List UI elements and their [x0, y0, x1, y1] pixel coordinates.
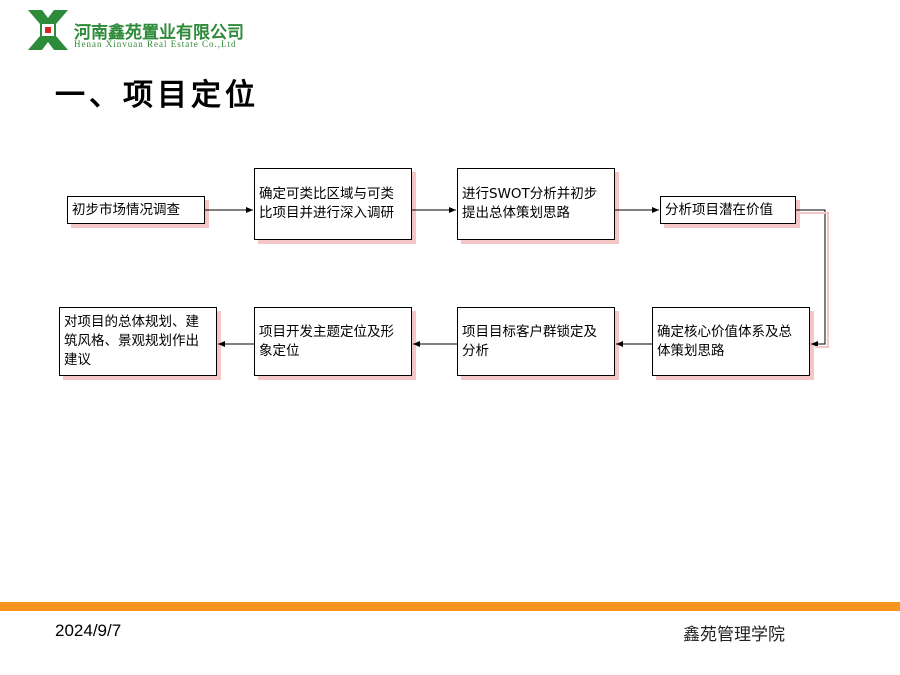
flow-step-potential-value: 分析项目潜在价值 — [660, 196, 796, 224]
page-title: 一、项目定位 — [55, 78, 259, 113]
footer-org: 鑫苑管理学院 — [683, 625, 785, 645]
flow-step-comparable-research: 确定可类比区域与可类比项目并进行深入调研 — [254, 168, 412, 240]
flow-step-label: 项目目标客户群锁定及分析 — [462, 323, 597, 359]
flow-step-label: 项目开发主题定位及形象定位 — [259, 323, 394, 359]
footer-date: 2024/9/7 — [55, 621, 122, 640]
flow-step-theme-positioning: 项目开发主题定位及形象定位 — [254, 307, 412, 376]
flow-step-swot-analysis: 进行SWOT分析并初步提出总体策划思路 — [457, 168, 615, 240]
flow-step-planning-suggestion: 对项目的总体规划、建筑风格、景观规划作出建议 — [59, 307, 217, 376]
company-name-cn: 河南鑫苑置业有限公司 — [74, 23, 244, 43]
flow-step-label: 初步市场情况调查 — [72, 201, 180, 218]
arrow-4-5 — [796, 209, 826, 347]
flow-step-market-survey: 初步市场情况调查 — [67, 196, 205, 224]
flow-step-label: 进行SWOT分析并初步提出总体策划思路 — [462, 186, 598, 221]
footer-bar — [0, 602, 900, 611]
flow-step-core-value-system: 确定核心价值体系及总体策划思路 — [652, 307, 810, 376]
company-name-en: Henan Xinvuan Real Estate Co.,Ltd — [74, 39, 237, 49]
flow-step-target-customers: 项目目标客户群锁定及分析 — [457, 307, 615, 376]
flow-step-label: 分析项目潜在价值 — [665, 201, 773, 218]
flow-step-label: 确定可类比区域与可类比项目并进行深入调研 — [259, 186, 394, 221]
flow-step-label: 对项目的总体规划、建筑风格、景观规划作出建议 — [64, 314, 199, 368]
company-logo-icon — [28, 10, 68, 50]
flow-step-label: 确定核心价值体系及总体策划思路 — [657, 323, 792, 359]
